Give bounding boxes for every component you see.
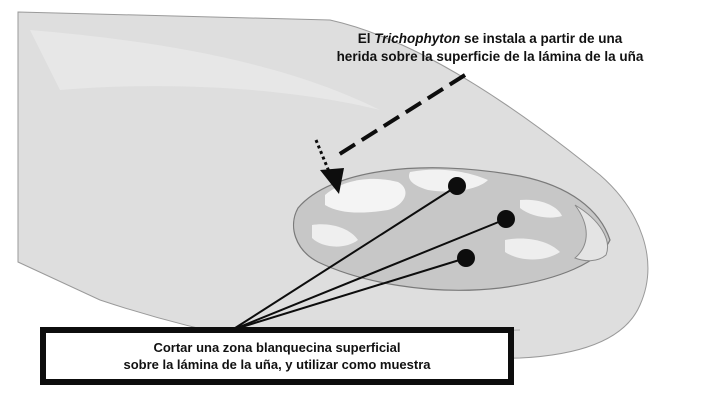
arrow-down-icon: [320, 168, 344, 194]
lesion-patch-4: [505, 238, 560, 260]
sample-leader-lines: [231, 185, 507, 331]
nail-free-edge: [574, 204, 608, 262]
sampling-instruction-line-2: sobre la lámina de la uña, y utilizar co…: [123, 357, 431, 372]
infection-entry-line-2: herida sobre la superficie de la lámina …: [336, 49, 644, 64]
sampling-instruction-text: Cortar una zona blanquecina superficial …: [123, 339, 430, 373]
leader-line-3: [231, 257, 467, 331]
lesion-patch-2: [408, 169, 488, 192]
dot-marker-icon: [448, 177, 466, 195]
dot-marker-icon: [457, 249, 475, 267]
infection-entry-label: El Trichophyton se instala a partir de u…: [300, 30, 680, 66]
lesion-patch-3: [312, 224, 358, 247]
entry-arrow-shaft: [314, 139, 332, 175]
leader-line-1: [231, 185, 458, 331]
dot-marker-icon: [497, 210, 515, 228]
lesion-patch-1: [325, 178, 406, 213]
sampling-instruction-box: Cortar una zona blanquecina superficial …: [40, 327, 514, 385]
finger-shading: [30, 30, 380, 110]
infection-entry-line-1: El Trichophyton se instala a partir de u…: [357, 31, 623, 46]
leader-line-2: [231, 218, 507, 331]
lesion-patch-5: [520, 199, 562, 218]
sampling-instruction-line-1: Cortar una zona blanquecina superficial: [153, 340, 401, 355]
organism-name: Trichophyton: [374, 31, 461, 46]
